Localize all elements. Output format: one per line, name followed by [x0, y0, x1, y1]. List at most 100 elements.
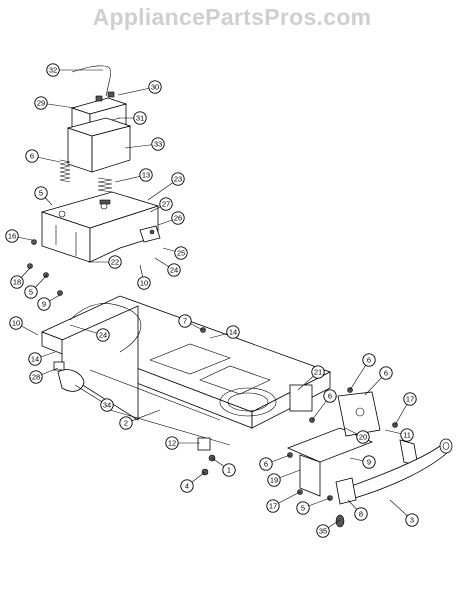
seat-switch — [139, 225, 161, 243]
callout-circle — [96, 328, 110, 342]
callout-c3: 3 — [405, 513, 419, 527]
callout-label: 23 — [174, 175, 182, 184]
callout-circle — [180, 479, 194, 493]
callout-label: 18 — [13, 278, 21, 287]
callout-label: 11 — [403, 431, 411, 440]
callout-label: 27 — [162, 200, 170, 209]
callout-c33: 33 — [151, 137, 165, 151]
bolt — [27, 263, 33, 269]
callout-label: 12 — [168, 439, 176, 448]
callout-label: 5 — [39, 189, 43, 198]
callout-circle — [24, 285, 38, 299]
callout-label: 21 — [314, 368, 322, 377]
callout-label: 10 — [140, 279, 148, 288]
callout-circle — [119, 416, 133, 430]
callout-label: 9 — [42, 300, 46, 309]
callout-circle — [354, 507, 368, 521]
callout-label: 1 — [227, 466, 231, 475]
callout-label: 35 — [319, 527, 327, 536]
callout-c14a: 14 — [226, 325, 240, 339]
bracket — [53, 361, 65, 371]
callout-c14b: 14 — [28, 352, 42, 366]
callout-circle — [133, 111, 147, 125]
callout-label: 6 — [264, 460, 268, 469]
callout-label: 29 — [37, 99, 45, 108]
callout-label: 6 — [384, 369, 388, 378]
callout-c26: 26 — [171, 211, 185, 225]
callout-circle — [29, 370, 43, 384]
callout-label: 31 — [136, 114, 144, 123]
callout-c30: 30 — [148, 80, 162, 94]
spring-left — [59, 159, 71, 183]
main-frame — [40, 295, 332, 446]
callout-circle — [174, 246, 188, 260]
callout-c1: 1 — [222, 463, 236, 477]
callout-circle — [159, 197, 173, 211]
callout-circle — [405, 513, 419, 527]
callout-c6d: 6 — [323, 389, 337, 403]
callout-c17a: 17 — [403, 392, 417, 406]
callout-c12: 12 — [165, 436, 179, 450]
callout-c28: 28 — [29, 370, 43, 384]
callout-circle — [9, 316, 23, 330]
callout-c6b: 6 — [362, 353, 376, 367]
callout-c27: 27 — [159, 197, 173, 211]
callout-c22: 22 — [108, 255, 122, 269]
callout-c25: 25 — [174, 246, 188, 260]
callout-label: 26 — [174, 214, 182, 223]
callout-circle — [311, 365, 325, 379]
callout-label: 16 — [8, 232, 16, 241]
callout-c13: 13 — [139, 168, 153, 182]
callout-circle — [100, 398, 114, 412]
callout-c8: 8 — [354, 507, 368, 521]
callout-circle — [165, 436, 179, 450]
callout-circle — [362, 455, 376, 469]
callout-c18: 18 — [10, 275, 24, 289]
callout-label: 10 — [12, 319, 20, 328]
callout-circle — [34, 186, 48, 200]
callout-label: 25 — [177, 249, 185, 258]
seat-bracket — [40, 191, 160, 263]
callout-c2: 2 — [119, 416, 133, 430]
callout-circle — [37, 297, 51, 311]
callout-circle — [362, 353, 376, 367]
callout-circle — [25, 149, 39, 163]
callout-c6e: 6 — [259, 457, 273, 471]
callout-c6c: 6 — [379, 366, 393, 380]
callout-c9a: 9 — [37, 297, 51, 311]
callout-label: 28 — [32, 373, 40, 382]
callout-c5a: 5 — [34, 186, 48, 200]
callout-c11: 11 — [400, 428, 414, 442]
callout-c31: 31 — [133, 111, 147, 125]
callout-circle — [171, 172, 185, 186]
callout-circle — [356, 430, 370, 444]
callout-label: 13 — [142, 171, 150, 180]
callout-label: 34 — [103, 401, 111, 410]
callout-c20: 20 — [356, 430, 370, 444]
callout-label: 32 — [49, 66, 57, 75]
callout-label: 33 — [154, 140, 162, 149]
callout-c16: 16 — [5, 229, 19, 243]
callout-circle — [316, 524, 330, 538]
callout-c32: 32 — [46, 63, 60, 77]
callout-label: 2 — [124, 419, 128, 428]
callout-c5c: 5 — [296, 501, 310, 515]
callout-circle — [226, 325, 240, 339]
callout-label: 7 — [183, 317, 187, 326]
callout-label: 9 — [367, 458, 371, 467]
callout-circle — [167, 263, 181, 277]
callout-circle — [108, 255, 122, 269]
callout-c24b: 24 — [96, 328, 110, 342]
callout-circle — [400, 428, 414, 442]
callout-label: 22 — [111, 258, 119, 267]
spring-right — [97, 177, 113, 193]
frame-cover — [57, 369, 85, 392]
callout-c24a: 24 — [167, 263, 181, 277]
spring-35 — [335, 514, 345, 528]
linkage — [197, 437, 216, 476]
callout-label: 17 — [269, 502, 277, 511]
callout-c17b: 17 — [266, 499, 280, 513]
callout-circle — [259, 457, 273, 471]
